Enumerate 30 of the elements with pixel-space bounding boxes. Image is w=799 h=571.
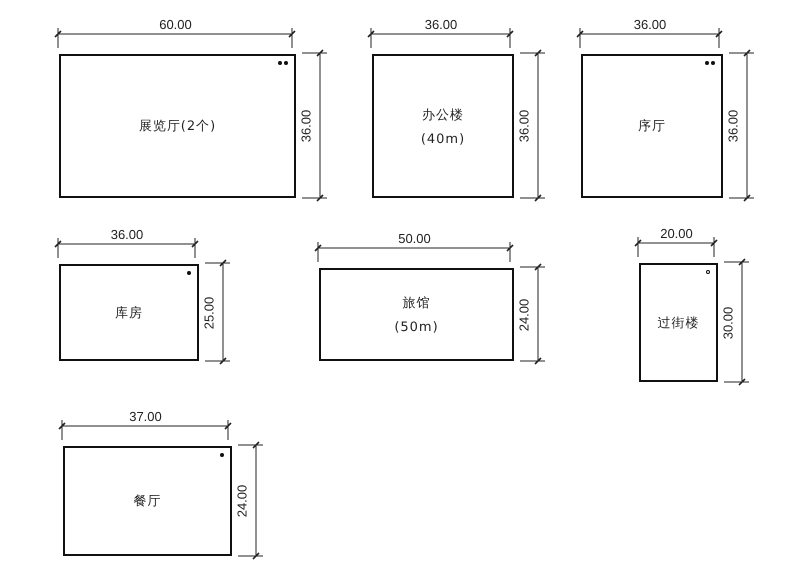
dimension-text: 30.00	[722, 306, 734, 339]
dimension-text: 24.00	[236, 484, 248, 518]
dimension-text: 36.00	[110, 228, 144, 241]
room-label: 餐厅	[134, 493, 162, 510]
room-label: (40m)	[420, 132, 466, 146]
room-label: 展览厅(2个)	[138, 118, 216, 135]
room-box	[639, 263, 718, 382]
dimension-text: 36.00	[634, 18, 666, 31]
room-label: 序厅	[638, 118, 666, 135]
dimension-text: 36.00	[300, 110, 312, 142]
room-box	[63, 446, 232, 556]
room-box	[59, 54, 296, 198]
room-label: (50m)	[394, 320, 439, 335]
dimension-text: 20.00	[660, 227, 693, 240]
room-box	[59, 264, 199, 361]
room-label: 办公楼	[422, 106, 464, 124]
dimension-text: 50.00	[398, 232, 431, 245]
dimension-text: 37.00	[129, 410, 162, 423]
room-box	[581, 54, 723, 198]
dimension-text: 36.00	[726, 110, 740, 142]
room-box	[319, 268, 514, 361]
room-box	[372, 54, 514, 198]
room-label: 旅馆	[402, 295, 430, 312]
room-label: 过街楼	[658, 314, 700, 332]
dimension-text: 24.00	[518, 298, 530, 331]
room-label: 库房	[115, 304, 143, 322]
dimension-text: 36.00	[424, 18, 458, 31]
dimension-text: 36.00	[518, 110, 530, 142]
dimension-text: 25.00	[202, 296, 216, 329]
dimension-text: 60.00	[159, 18, 192, 31]
